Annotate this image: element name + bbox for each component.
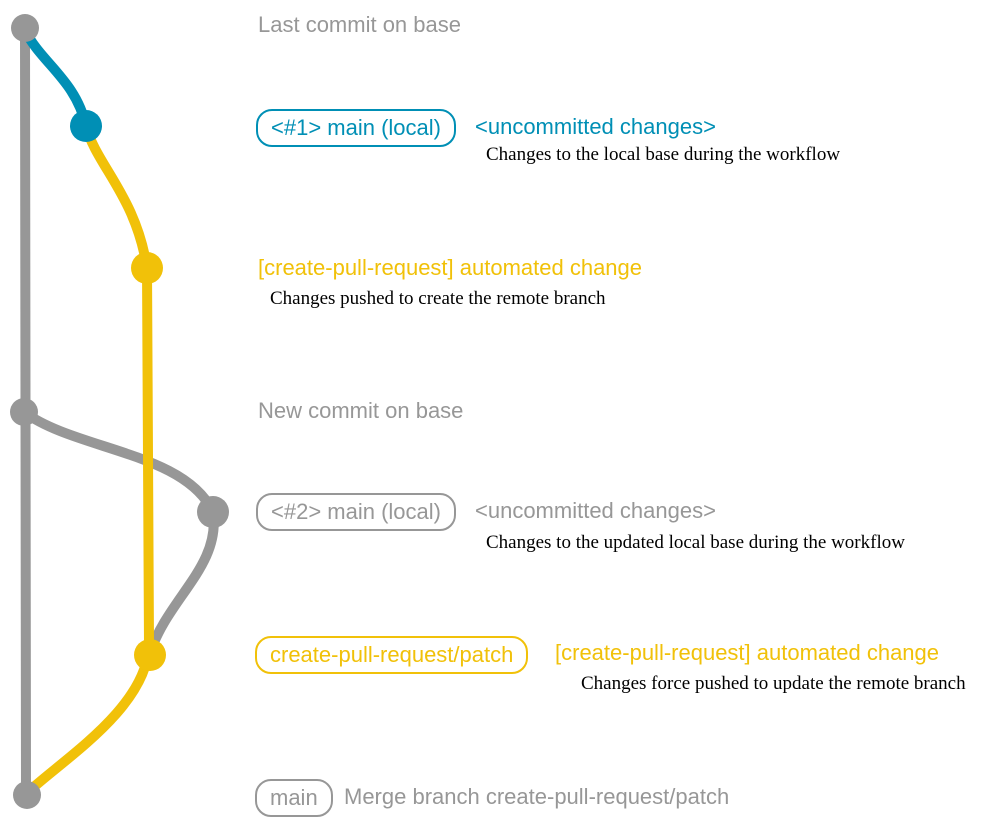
commit-dot-create-pull-request-1 (131, 252, 163, 284)
commit-dot-main-local-1 (70, 110, 102, 142)
commit-dot-merge (13, 781, 41, 809)
commit-dot-create-pull-request-2 (134, 639, 166, 671)
main-local-branch-curve (20, 25, 91, 131)
commit-dot-new-base (10, 398, 38, 426)
branch-badge-main-local-2: <#2> main (local) (256, 493, 456, 531)
heading-automated-change-2: [create-pull-request] automated change (555, 640, 940, 665)
description-uncommitted-changes-1: Changes to the local base during the wor… (486, 144, 841, 165)
branch-badge-main-local-1: <#1> main (local) (256, 109, 456, 147)
heading-uncommitted-changes-2: <uncommitted changes> (475, 498, 716, 523)
description-uncommitted-changes-2: Changes to the updated local base during… (486, 532, 905, 553)
heading-merge-branch: Merge branch create-pull-request/patch (344, 784, 730, 809)
branch-badge-main: main (255, 779, 333, 817)
commit-dot-main-local-2 (197, 496, 229, 528)
branch-badge-create-pull-request-patch: create-pull-request/patch (255, 636, 529, 674)
heading-uncommitted-changes-1: <uncommitted changes> (475, 114, 716, 139)
description-automated-change-2: Changes force pushed to update the remot… (581, 673, 966, 694)
description-automated-change-1: Changes pushed to create the remote bran… (270, 288, 606, 309)
heading-new-commit-on-base: New commit on base (258, 398, 464, 423)
commit-dot-last-base (11, 14, 39, 42)
heading-automated-change-1: [create-pull-request] automated change (258, 255, 643, 280)
base-update-branch-curve (19, 407, 219, 658)
heading-last-commit-on-base: Last commit on base (258, 12, 461, 37)
